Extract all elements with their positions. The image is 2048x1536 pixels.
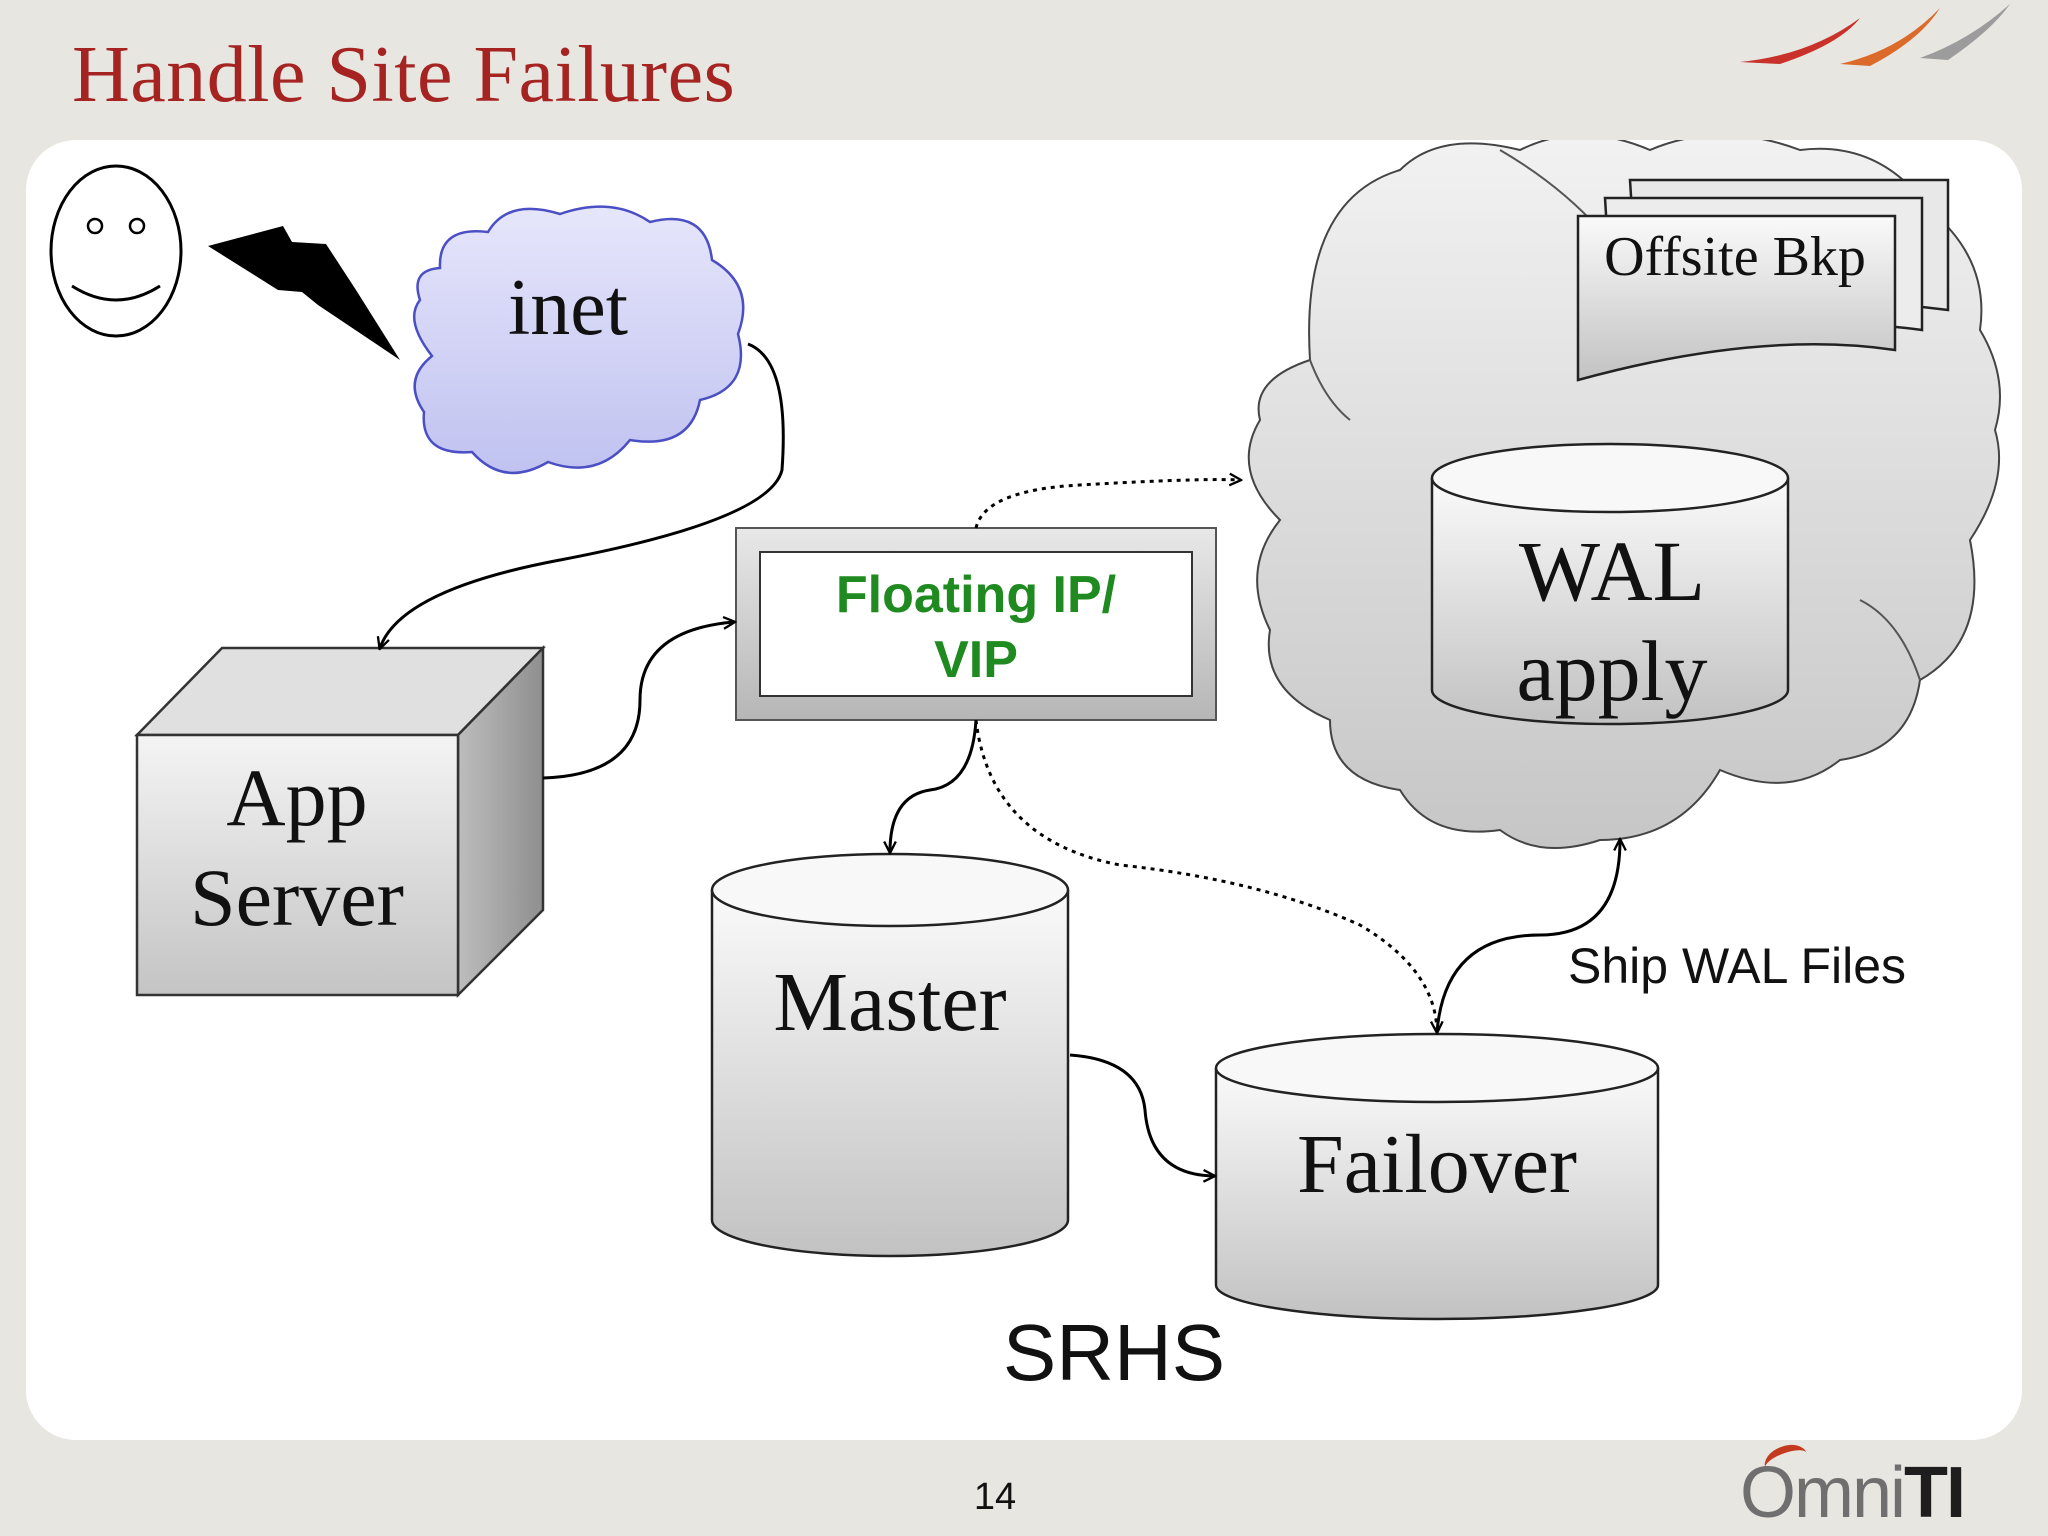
floating-ip-label-line1: Floating IP/ — [836, 566, 1116, 624]
master-database-label: Master — [773, 956, 1006, 1049]
internet-cloud: inet — [412, 205, 745, 475]
failover-database-cylinder: Failover — [1214, 1032, 1660, 1321]
master-to-failover-connector — [1069, 1053, 1214, 1176]
offsite-backup-label: Offsite Bkp — [1604, 226, 1866, 288]
lightning-bolt-icon — [208, 226, 400, 360]
architecture-diagram: inet Offsite Bkp WAL apply App Server Fl… — [49, 140, 2001, 1397]
vip-to-failover-dotted-connector — [974, 719, 1437, 1032]
internet-cloud-label: inet — [508, 264, 628, 352]
diagram-panel: inet Offsite Bkp WAL apply App Server Fl… — [26, 140, 2022, 1440]
wal-apply-cylinder: WAL apply — [1430, 442, 1790, 726]
app-server-to-vip-connector — [542, 622, 734, 780]
inet-to-app-server-connector — [380, 342, 785, 648]
app-server-box: App Server — [134, 644, 546, 999]
page-number: 14 — [973, 1476, 1017, 1518]
failover-database-label: Failover — [1297, 1118, 1577, 1211]
slide-title: Handle Site Failures — [72, 31, 736, 119]
ship-wal-files-label: Ship WAL Files — [1568, 938, 1906, 994]
vip-to-offsite-dotted-connector — [974, 480, 1240, 529]
master-database-cylinder: Master — [710, 852, 1070, 1258]
ship-wal-connector — [1435, 840, 1620, 1033]
omniti-logo-text-bold: TI — [1904, 1453, 1966, 1533]
site-label: SRHS — [1003, 1308, 1225, 1397]
smiley-face-icon — [49, 164, 183, 338]
omniti-logo-o-mark: O — [1740, 1439, 1812, 1534]
vip-to-master-connector — [890, 719, 978, 852]
brand-swoosh-logo — [1740, 4, 2010, 66]
omniti-logo-text-light: mni — [1794, 1453, 1906, 1533]
offsite-backup-stack: Offsite Bkp — [1576, 178, 1950, 382]
app-server-label-line1: App — [226, 752, 367, 843]
floating-ip-label-line2: VIP — [934, 631, 1018, 689]
floating-ip-vip-box: Floating IP/ VIP — [735, 527, 1217, 721]
wal-apply-label-line1: WAL — [1519, 523, 1705, 619]
app-server-label-line2: Server — [190, 852, 404, 943]
wal-apply-label-line2: apply — [1516, 623, 1707, 719]
